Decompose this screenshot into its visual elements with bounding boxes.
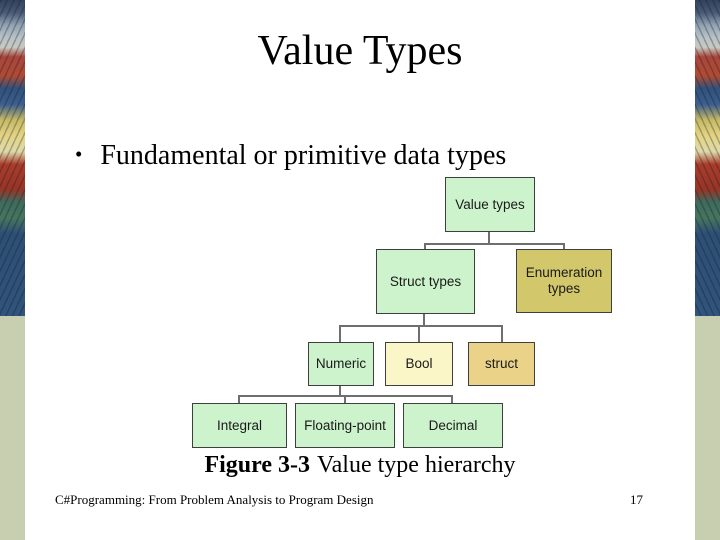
node-struct: struct <box>468 342 535 386</box>
node-label: Decimal <box>428 417 478 433</box>
node-bool: Bool <box>385 342 453 386</box>
left-decoration-solid <box>0 316 25 540</box>
connector-line <box>451 395 453 403</box>
connector-line <box>238 395 240 403</box>
connector-line <box>339 386 341 395</box>
node-floating-point: Floating-point <box>295 403 395 448</box>
bullet-icon: • <box>75 142 83 166</box>
node-label: Bool <box>405 356 433 372</box>
connector-line <box>424 243 565 245</box>
node-numeric: Numeric <box>308 342 374 386</box>
node-label: Integral <box>216 417 263 433</box>
connector-line <box>488 232 490 243</box>
slide-title: Value Types <box>257 28 463 74</box>
node-label: Enumeration types <box>525 265 603 296</box>
right-decoration-solid <box>695 316 720 540</box>
node-label: Numeric <box>315 356 367 372</box>
right-decoration-strip <box>695 0 720 540</box>
node-label: Struct types <box>389 273 462 289</box>
connector-line <box>418 325 420 342</box>
figure-caption-text: Value type hierarchy <box>316 452 516 478</box>
footer-text: C#Programming: From Problem Analysis to … <box>55 492 374 507</box>
connector-line <box>339 325 503 327</box>
bullet-item: • Fundamental or primitive data types <box>75 140 506 172</box>
node-label: Value types <box>455 196 525 212</box>
connector-line <box>339 325 341 342</box>
left-decoration-artwork <box>0 0 25 316</box>
left-decoration-strip <box>0 0 25 540</box>
node-label: struct <box>484 356 518 372</box>
page-number: 17 <box>630 492 643 507</box>
node-label: Floating-point <box>304 417 386 433</box>
node-decimal: Decimal <box>403 403 503 448</box>
figure-caption-label: Figure 3-3 <box>204 452 310 478</box>
connector-line <box>501 325 503 342</box>
connector-line <box>563 243 565 250</box>
connector-line <box>344 395 346 403</box>
node-struct-types: Struct types <box>376 249 475 314</box>
connector-line <box>423 314 425 325</box>
connector-line <box>424 243 426 250</box>
node-value-types: Value types <box>445 177 535 232</box>
node-enumeration-types: Enumeration types <box>516 249 612 313</box>
node-integral: Integral <box>192 403 287 448</box>
bullet-text: Fundamental or primitive data types <box>100 140 507 171</box>
